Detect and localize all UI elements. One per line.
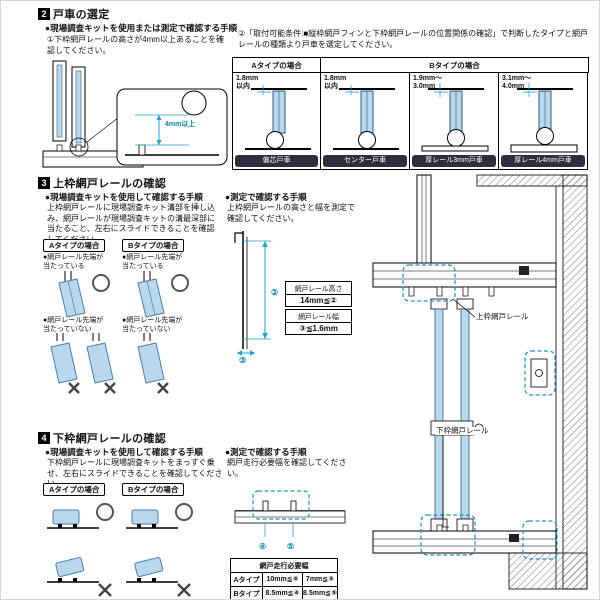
section3-number: 3 bbox=[38, 177, 50, 189]
section3-type-a-badge: Aタイプの場合 bbox=[43, 239, 106, 252]
section4-measure-description: 網戸走行必要幅を確認してください。 bbox=[227, 458, 347, 478]
roller-dim: 1.9mm～ 3.0mm bbox=[413, 75, 443, 91]
type-b-ok-label: ●網戸レール先端が 当たっている bbox=[122, 254, 183, 270]
thick-rail-4mm-roller-drawing bbox=[510, 83, 578, 153]
type-a-ng-drawing bbox=[50, 333, 116, 394]
section3-header: 3 上枠網戸レールの確認 bbox=[38, 175, 166, 191]
section4-kit-procedure: ●現場調査キットを使用して確認する手順 bbox=[45, 447, 203, 457]
dim-2-marker: ② bbox=[271, 288, 278, 297]
type-b-column-header: Bタイプの場合 bbox=[320, 57, 589, 73]
section3-measure-description: 上枠網戸レールの高さと幅を測定で確認してください。 bbox=[227, 203, 355, 223]
bottom-rail-clearance-drawing: ④ ⑤ bbox=[234, 490, 346, 551]
roller-table-body: 1.8mm 以内 偏芯戸車 1.8mm 以内 bbox=[232, 72, 589, 170]
roller-name-badge: 偏芯戸車 bbox=[235, 155, 318, 167]
type-a-ok-drawing bbox=[58, 271, 110, 318]
type-a-ok-label: ●網戸レール先端が 当たっている bbox=[43, 254, 104, 270]
section3-kit-procedure: ●現場調査キットを使用して確認する手順 bbox=[45, 192, 203, 202]
rail-width-value: ③≦1.6mm bbox=[285, 323, 352, 335]
type-b-ng-drawing bbox=[137, 333, 169, 394]
section3-type-b-badge: Bタイプの場合 bbox=[122, 239, 185, 252]
section3-measure-procedure: ●測定で確認する手順 bbox=[225, 192, 307, 202]
dim-5-marker: ⑤ bbox=[287, 542, 294, 551]
top-rail-label: 上枠網戸レール bbox=[475, 312, 530, 322]
clearance-row-a-type: Aタイプ bbox=[230, 572, 263, 587]
thick-rail-3mm-roller-drawing bbox=[421, 83, 489, 152]
clearance-table: 網戸走行必要幅 Aタイプ 10mm≦④ 7mm≦⑤ Bタイプ 8.5mm≦④ 8… bbox=[230, 558, 338, 599]
section2-title: 戸車の選定 bbox=[53, 9, 110, 21]
section4-type-b-drawing bbox=[126, 503, 193, 597]
section4-type-a-drawing bbox=[47, 503, 114, 597]
roller-name-badge: センター戸車 bbox=[323, 155, 407, 167]
dim-4-marker: ④ bbox=[259, 542, 266, 551]
section4-title: 下枠網戸レールの確認 bbox=[53, 433, 166, 445]
eccentric-roller-drawing bbox=[245, 85, 311, 150]
type-a-column-header: Aタイプの場合 bbox=[232, 57, 321, 73]
section2-step2: ②「取付可能条件:■縦枠網戸フィンと下枠網戸レールの位置関係の確認」で判断したタ… bbox=[238, 29, 589, 49]
rail-height-box: 網戸レール高さ 14mm≦② bbox=[285, 281, 352, 307]
section2-number: 2 bbox=[38, 8, 50, 20]
clearance-row-b-type: Bタイプ bbox=[230, 586, 263, 599]
roller-table-header: Aタイプの場合 Bタイプの場合 bbox=[232, 57, 589, 73]
bottom-rail-height-drawing bbox=[42, 60, 228, 168]
clearance-row-b-v2: 8.5mm≦⑤ bbox=[302, 586, 338, 599]
bottom-rail-label: 下枠網戸レール bbox=[435, 426, 490, 436]
clearance-row-a-v1: 10mm≦④ bbox=[262, 572, 303, 587]
rail-width-box: 網戸レール幅 ③≦1.6mm bbox=[285, 309, 352, 335]
clearance-table-title: 網戸走行必要幅 bbox=[230, 558, 338, 573]
roller-name-badge: 厚レール4mm戸車 bbox=[501, 155, 585, 167]
center-roller-drawing bbox=[333, 85, 399, 150]
rail-height-value: 14mm≦② bbox=[285, 295, 352, 307]
section2-header: 2 戸車の選定 bbox=[38, 6, 110, 22]
roller-dim: 1.8mm 以内 bbox=[324, 75, 347, 91]
rail-width-title: 網戸レール幅 bbox=[285, 309, 352, 323]
roller-cell-thick3mm: 1.9mm～ 3.0mm 厚レール3mm戸車 bbox=[409, 72, 499, 170]
type-a-ng-label: ●網戸レール先端が 当たっていない bbox=[43, 317, 104, 333]
roller-name-badge: 厚レール3mm戸車 bbox=[412, 155, 496, 167]
type-b-ng-label: ●網戸レール先端が 当たっていない bbox=[122, 317, 183, 333]
rail-height-title: 網戸レール高さ bbox=[285, 281, 352, 295]
section2-step1: ①下枠網戸レールの高さが4mm以上あることを確認してください。 bbox=[47, 35, 224, 55]
type-b-ok-drawing bbox=[137, 271, 189, 318]
section4-type-b-badge: Bタイプの場合 bbox=[122, 483, 185, 496]
section2-procedure: ●現場調査キットを使用または測定で確認する手順 bbox=[45, 23, 238, 33]
dim-4mm-label: 4mm以上 bbox=[165, 121, 196, 128]
clearance-row-b-v1: 8.5mm≦④ bbox=[262, 586, 303, 599]
section4-number: 4 bbox=[38, 432, 50, 444]
section4-type-a-badge: Aタイプの場合 bbox=[43, 483, 106, 496]
dim-3-marker: ③ bbox=[239, 356, 246, 363]
section4-measure-procedure: ●測定で確認する手順 bbox=[225, 447, 307, 457]
clearance-row-a-v2: 7mm≦⑤ bbox=[302, 572, 338, 587]
roller-dim: 3.1mm～ 4.0mm bbox=[502, 75, 532, 91]
section4-header: 4 下枠網戸レールの確認 bbox=[38, 430, 166, 446]
roller-cell-eccentric: 1.8mm 以内 偏芯戸車 bbox=[232, 72, 321, 170]
roller-cell-thick4mm: 3.1mm～ 4.0mm 厚レール4mm戸車 bbox=[498, 72, 588, 170]
section3-title: 上枠網戸レールの確認 bbox=[53, 178, 166, 190]
window-vertical-cross-section-drawing bbox=[372, 174, 588, 590]
roller-selection-table: Aタイプの場合 Bタイプの場合 1.8mm 以内 偏芯戸車 1.8mm 以内 bbox=[232, 57, 589, 170]
roller-cell-center: 1.8mm 以内 センター戸車 bbox=[320, 72, 410, 170]
roller-dim: 1.8mm 以内 bbox=[236, 75, 259, 91]
rail-measuring-jig-drawing: ② ③ bbox=[234, 231, 278, 363]
